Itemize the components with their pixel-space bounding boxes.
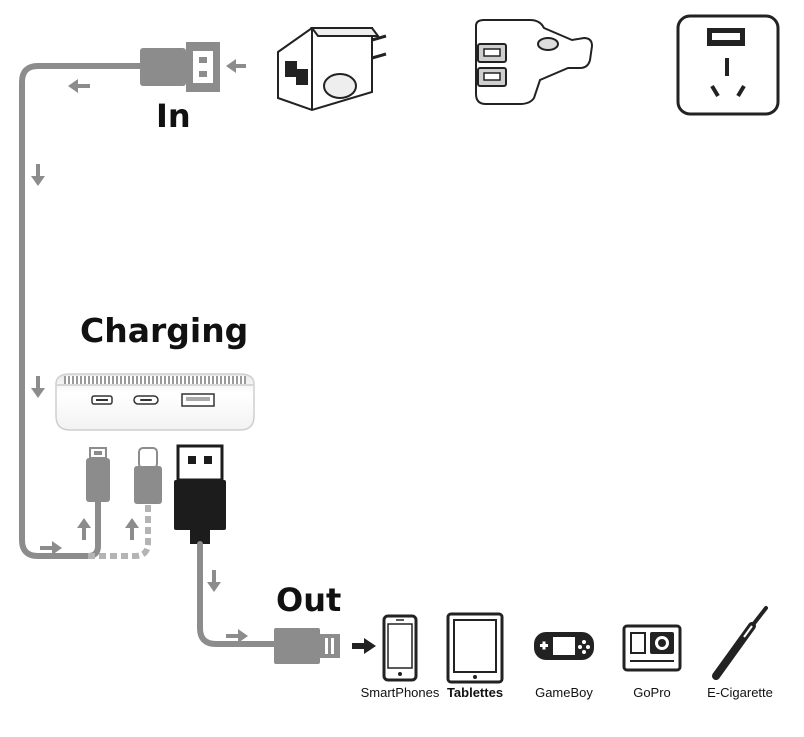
power-bank-icon [55, 373, 255, 431]
label-out: Out [276, 581, 342, 619]
output-cable [197, 541, 279, 647]
wall-charger-icon [277, 27, 387, 112]
arrow-down-icon [31, 376, 45, 398]
arrow-right-icon [226, 629, 248, 643]
car-charger-icon [475, 19, 594, 105]
label-charging: Charging [80, 311, 249, 350]
usb-a-port-icon [181, 393, 215, 407]
device-label-gopro: GoPro [633, 685, 671, 700]
micro-usb-port-icon [91, 395, 113, 405]
micro-usb-connector-icon [86, 447, 110, 502]
usb-c-port-icon [133, 395, 159, 405]
device-label-gameboy: GameBoy [535, 685, 593, 700]
label-in: In [156, 97, 191, 135]
arrow-up-icon [125, 518, 139, 540]
arrow-left-icon [226, 59, 246, 73]
device-label-ecigarette: E-Cigarette [707, 685, 773, 700]
input-cable-dashed [88, 500, 151, 559]
device-label-smartphones: SmartPhones [360, 685, 440, 700]
input-cable [19, 63, 143, 559]
arrow-up-icon [77, 518, 91, 540]
smartphone-icon [382, 614, 418, 682]
gopro-icon [622, 624, 682, 672]
lightning-connector-icon [274, 628, 340, 664]
arrow-right-icon [352, 638, 376, 654]
usb-a-output-plug-icon [174, 444, 226, 544]
usb-a-plug-icon [140, 42, 220, 92]
wall-socket-icon [676, 14, 780, 116]
usb-c-connector-icon [134, 447, 162, 504]
arrow-right-icon [40, 541, 62, 555]
gameboy-icon [534, 632, 594, 660]
arrow-down-icon [207, 570, 221, 592]
arrow-down-icon [31, 164, 45, 186]
arrow-left-icon [68, 79, 90, 93]
tablet-icon [446, 612, 504, 684]
ecigarette-icon [712, 606, 768, 680]
device-label-tablettes: Tablettes [446, 685, 504, 700]
